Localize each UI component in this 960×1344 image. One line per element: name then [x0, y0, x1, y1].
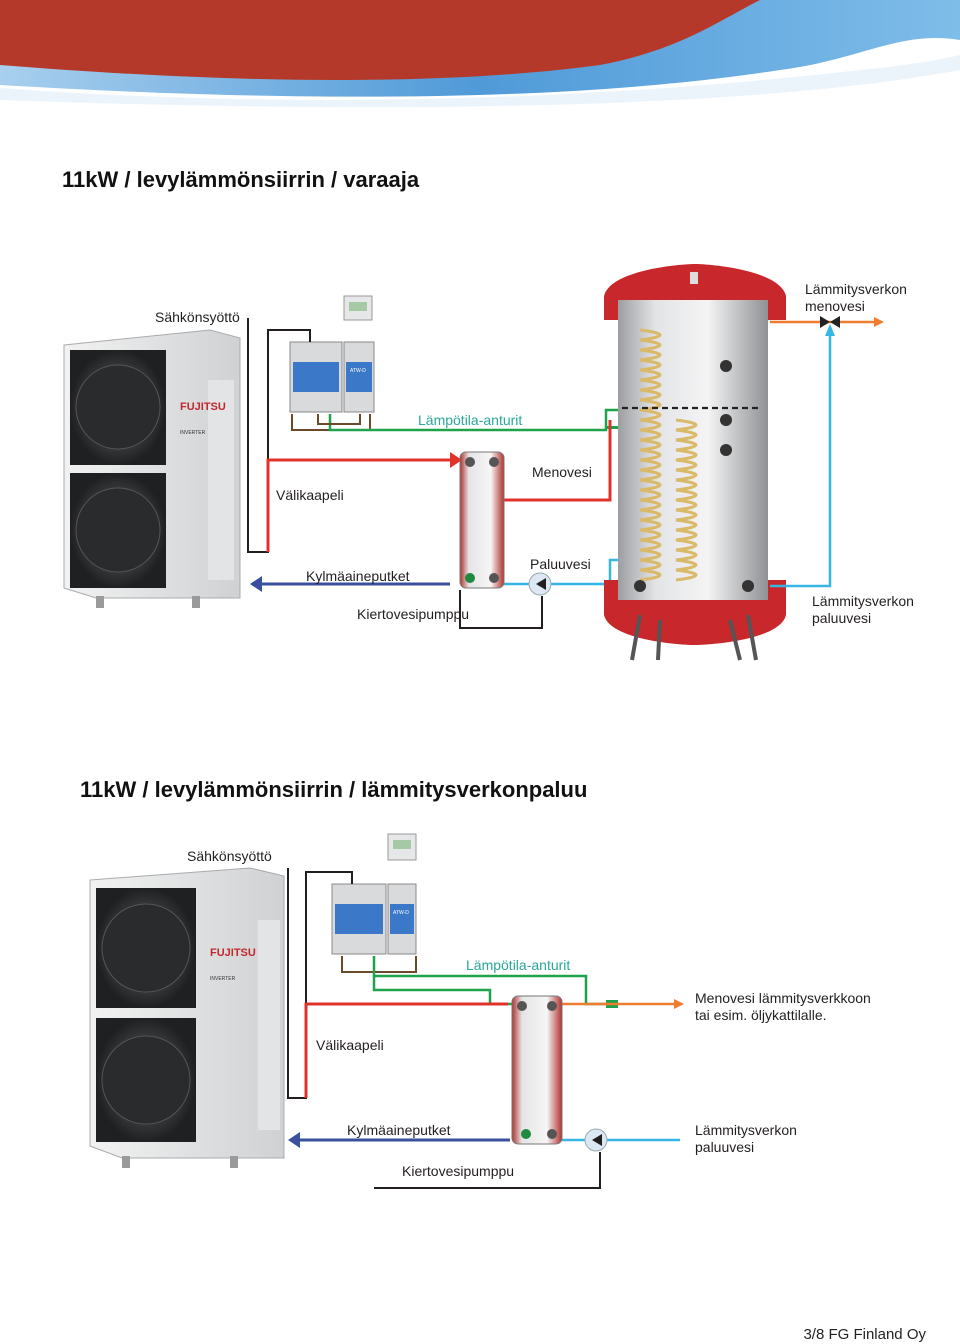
- label-pump-2: Kiertovesipumppu: [402, 1163, 515, 1179]
- label-temp-sensor-2: Lämpötila-anturit: [466, 957, 571, 973]
- label-interconnect-2: Välikaapeli: [316, 1037, 384, 1053]
- label-flow-2a: Menovesi lämmitysverkkoon: [695, 990, 871, 1006]
- label-heating-return-1a: Lämmitysverkon: [812, 593, 914, 609]
- label-power-2: Sähkönsyöttö: [187, 848, 272, 864]
- label-heating-flow-1b: menovesi: [805, 298, 865, 314]
- controller-label-2: ATW-D: [393, 910, 409, 916]
- brand-logo-1: FUJITSU: [180, 401, 226, 413]
- label-heating-flow-1a: Lämmitysverkon: [805, 281, 907, 297]
- diagram2-title: 11kW / levylämmönsiirrin / lämmitysverko…: [80, 777, 588, 802]
- label-return-1: Paluuvesi: [530, 556, 591, 572]
- controller-label-1: ATW-D: [350, 368, 366, 374]
- label-flow-2b: tai esim. öljykattilalle.: [695, 1007, 827, 1023]
- label-power-1: Sähkönsyöttö: [155, 309, 240, 325]
- controller-1: ATW-D: [289, 295, 375, 413]
- label-temp-sensor-1: Lämpötila-anturit: [418, 412, 523, 428]
- label-heating-return-2a: Lämmitysverkon: [695, 1122, 797, 1138]
- diagram1-graphic: FUJITSU INVERTER ATW-D: [63, 264, 884, 661]
- header-banner: [0, 0, 960, 120]
- storage-tank: [604, 264, 786, 661]
- label-interconnect-1: Välikaapeli: [276, 487, 344, 503]
- outdoor-unit-2: [89, 867, 285, 1168]
- label-heating-return-1b: paluuvesi: [812, 610, 872, 626]
- inverter-badge-2: INVERTER: [210, 976, 236, 982]
- page-footer: 3/8 FG Finland Oy: [803, 1326, 926, 1343]
- label-refrigerant-1: Kylmäaineputket: [306, 568, 410, 584]
- controller-2: ATW-D: [331, 833, 417, 955]
- label-flow-1: Menovesi: [532, 464, 592, 480]
- diagram1-title: 11kW / levylämmönsiirrin / varaaja: [62, 167, 420, 192]
- inverter-badge-1: INVERTER: [180, 430, 206, 436]
- outdoor-unit-1: [63, 329, 241, 608]
- label-heating-return-2b: paluuvesi: [695, 1139, 755, 1155]
- label-refrigerant-2: Kylmäaineputket: [347, 1122, 451, 1138]
- brand-logo-2: FUJITSU: [210, 947, 256, 959]
- heat-exchanger-1: [459, 451, 505, 589]
- banner-red-shape: [0, 0, 760, 80]
- label-pump-1: Kiertovesipumppu: [357, 606, 470, 622]
- heat-exchanger-2: [511, 995, 563, 1145]
